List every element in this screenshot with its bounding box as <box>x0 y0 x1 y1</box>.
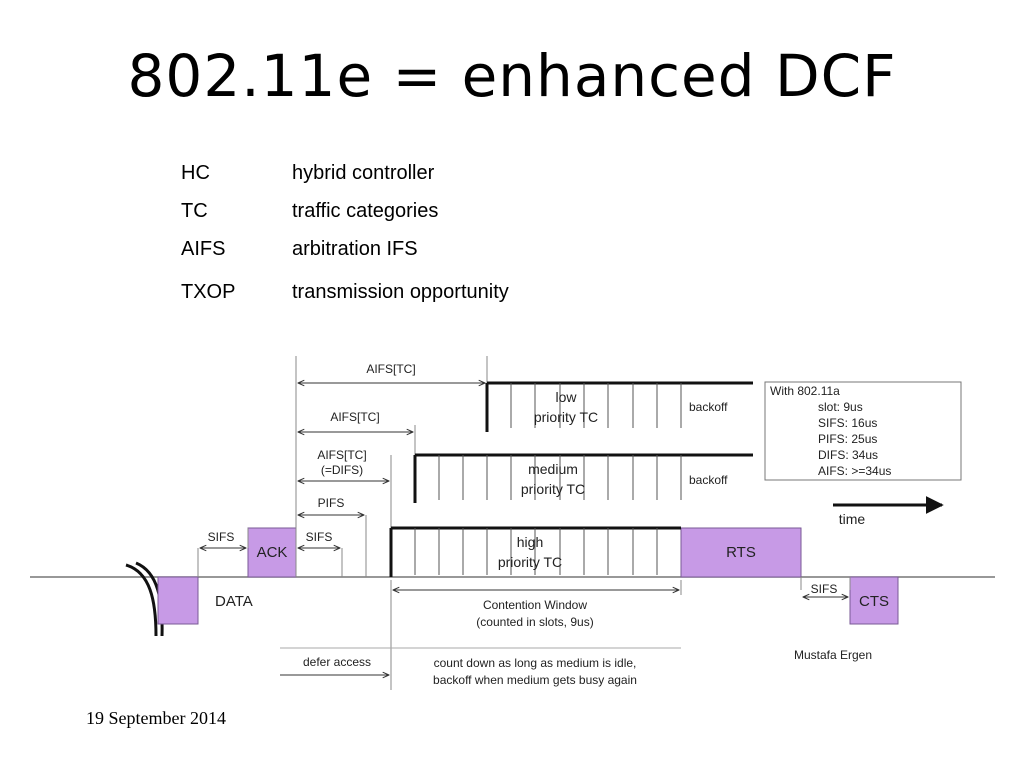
low-priority-tc-label: priority TC <box>534 409 598 425</box>
medium-backoff-label: backoff <box>689 473 728 487</box>
low-priority-label: low <box>555 389 577 405</box>
glossary-term: TXOP <box>181 281 236 303</box>
sifs-ack-label: SIFS <box>306 530 333 544</box>
cts-frame <box>849 576 899 625</box>
timing-legend-box <box>764 381 962 481</box>
low-priority-backoff <box>485 381 753 432</box>
aifs-low-label: AIFS[TC] <box>366 362 415 376</box>
pifs-label: PIFS <box>318 496 345 510</box>
aifs-high-label: AIFS[TC] <box>317 448 366 462</box>
aifs-medium-label: AIFS[TC] <box>330 410 379 424</box>
data-frame <box>157 576 199 625</box>
legend-difs: DIFS: 34us <box>818 448 878 462</box>
countdown-label: count down as long as medium is idle, <box>434 656 637 670</box>
rts-frame-label: RTS <box>726 544 756 561</box>
high-priority-tc-label: priority TC <box>498 554 562 570</box>
glossary-definition: arbitration IFS <box>292 238 418 260</box>
time-label: time <box>839 511 866 527</box>
contention-window-label: Contention Window <box>483 598 587 612</box>
glossary-definition: traffic categories <box>292 200 439 222</box>
medium-priority-backoff <box>413 453 753 503</box>
glossary-term: AIFS <box>181 238 226 260</box>
glossary-definition: hybrid controller <box>292 162 435 184</box>
defer-access-label: defer access <box>303 655 371 669</box>
medium-priority-tc-label: priority TC <box>521 481 585 497</box>
glossary-term: HC <box>181 162 210 184</box>
sifs-label: SIFS <box>208 530 235 544</box>
medium-priority-label: medium <box>528 461 578 477</box>
sifs-cts-label: SIFS <box>811 582 838 596</box>
glossary-term: TC <box>181 200 208 222</box>
slide-title: 802.11e = enhanced DCF <box>127 42 897 110</box>
ack-frame <box>247 527 297 578</box>
rts-frame <box>680 527 802 578</box>
slide-date: 19 September 2014 <box>86 708 226 728</box>
cts-frame-label: CTS <box>859 593 889 610</box>
data-frame-label: DATA <box>215 593 253 610</box>
legend-pifs: PIFS: 25us <box>818 432 877 446</box>
interval-reference-lines <box>197 356 851 690</box>
aifs-high-difs-label: (=DIFS) <box>321 463 363 477</box>
author-credit: Mustafa Ergen <box>794 648 872 662</box>
high-priority-label: high <box>517 534 543 550</box>
busy-medium-curves <box>125 561 164 637</box>
legend-slot: slot: 9us <box>818 400 863 414</box>
legend-sifs: SIFS: 16us <box>818 416 877 430</box>
glossary-definition: transmission opportunity <box>292 281 509 303</box>
legend-aifs: AIFS: >=34us <box>818 464 891 478</box>
low-backoff-label: backoff <box>689 400 728 414</box>
high-priority-backoff <box>389 526 681 577</box>
legend-heading: With 802.11a <box>770 384 840 398</box>
backoff-busy-label: backoff when medium gets busy again <box>433 673 637 687</box>
ack-frame-label: ACK <box>257 544 288 561</box>
contention-window-sublabel: (counted in slots, 9us) <box>476 615 593 629</box>
